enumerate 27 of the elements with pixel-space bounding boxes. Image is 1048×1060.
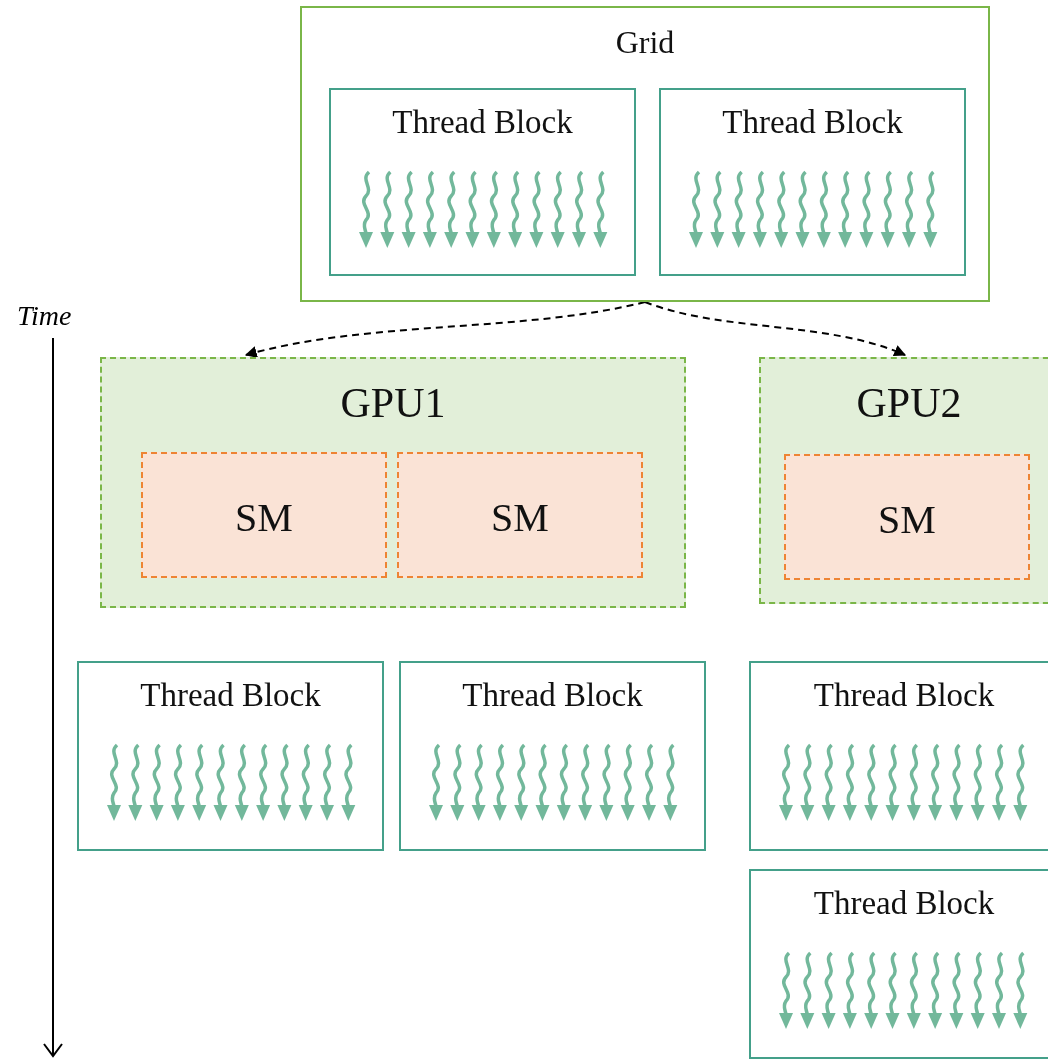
block-title: Thread Block <box>461 677 644 714</box>
gpu-box <box>759 357 1048 604</box>
block-title: Thread Block <box>812 885 996 922</box>
gpu-box <box>100 357 686 608</box>
group-title: GPU2 <box>855 379 963 427</box>
thread-block-box <box>77 661 384 851</box>
group-title: GPU1 <box>339 379 447 427</box>
block-title: Thread Block <box>721 104 904 141</box>
sm-box <box>397 452 643 578</box>
thread-block-box <box>749 661 1048 851</box>
axis-label: Time <box>17 300 72 332</box>
thread-block-box <box>659 88 966 276</box>
sm-box <box>141 452 387 578</box>
sm-label: SM <box>877 496 937 543</box>
thread-block-box <box>749 869 1048 1059</box>
block-title: Thread Block <box>139 677 322 714</box>
thread-block-box <box>329 88 636 276</box>
grid-box <box>300 6 990 302</box>
block-title: Thread Block <box>391 104 574 141</box>
block-title: Thread Block <box>812 677 996 714</box>
thread-block-box <box>399 661 706 851</box>
group-title: Grid <box>614 24 676 61</box>
dashed-arrow <box>244 301 646 359</box>
sm-box <box>784 454 1030 580</box>
dashed-arrow <box>644 301 907 357</box>
sm-label: SM <box>234 494 294 541</box>
sm-label: SM <box>490 494 550 541</box>
